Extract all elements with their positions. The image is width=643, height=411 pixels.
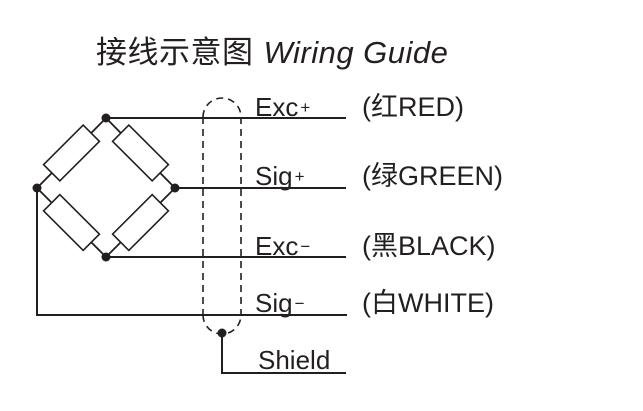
- wheatstone-bridge-icon: [35, 116, 177, 259]
- resistor-top-right: [111, 123, 170, 183]
- node-dot-top: [101, 113, 111, 123]
- wire-label-sig-minus: Sig−: [255, 290, 305, 316]
- wire-name: Sig: [255, 161, 293, 191]
- node-dot-shield: [217, 328, 227, 338]
- color-label-red: (红RED): [362, 92, 464, 122]
- wire-label-exc-minus: Exc−: [255, 233, 310, 259]
- wire-name: Exc: [255, 231, 299, 261]
- wire-sign: −: [300, 237, 311, 256]
- wire-label-sig-plus: Sig+: [255, 163, 305, 189]
- wire-shield: [221, 333, 346, 374]
- page-title-en: Wiring Guide: [263, 35, 449, 70]
- wire-sign: +: [300, 98, 311, 117]
- wire-sign: +: [294, 167, 305, 186]
- bridge-diamond: [35, 116, 177, 259]
- color-label-green: (绿GREEN): [362, 161, 503, 191]
- wire-label-exc-plus: Exc+: [255, 94, 310, 120]
- page-title: 接线示意图 Wiring Guide: [96, 27, 448, 72]
- color-label-white: (白WHITE): [362, 288, 494, 318]
- dashed-cable-sheath-icon: [202, 97, 242, 335]
- resistor-top-left: [42, 123, 101, 183]
- color-label-black: (黑BLACK): [362, 231, 496, 261]
- page-title-zh: 接线示意图: [96, 35, 254, 70]
- shield-label: Shield: [258, 345, 331, 375]
- wire-sig-minus: [36, 188, 347, 316]
- node-dot-left: [32, 183, 42, 193]
- resistor-bottom-left: [42, 193, 101, 252]
- node-dot-bottom: [101, 252, 111, 262]
- resistor-bottom-right: [111, 193, 170, 252]
- wire-sign: −: [294, 294, 305, 313]
- wire-name: Exc: [255, 92, 299, 122]
- wire-name: Sig: [255, 288, 293, 318]
- node-dot-right: [170, 183, 180, 193]
